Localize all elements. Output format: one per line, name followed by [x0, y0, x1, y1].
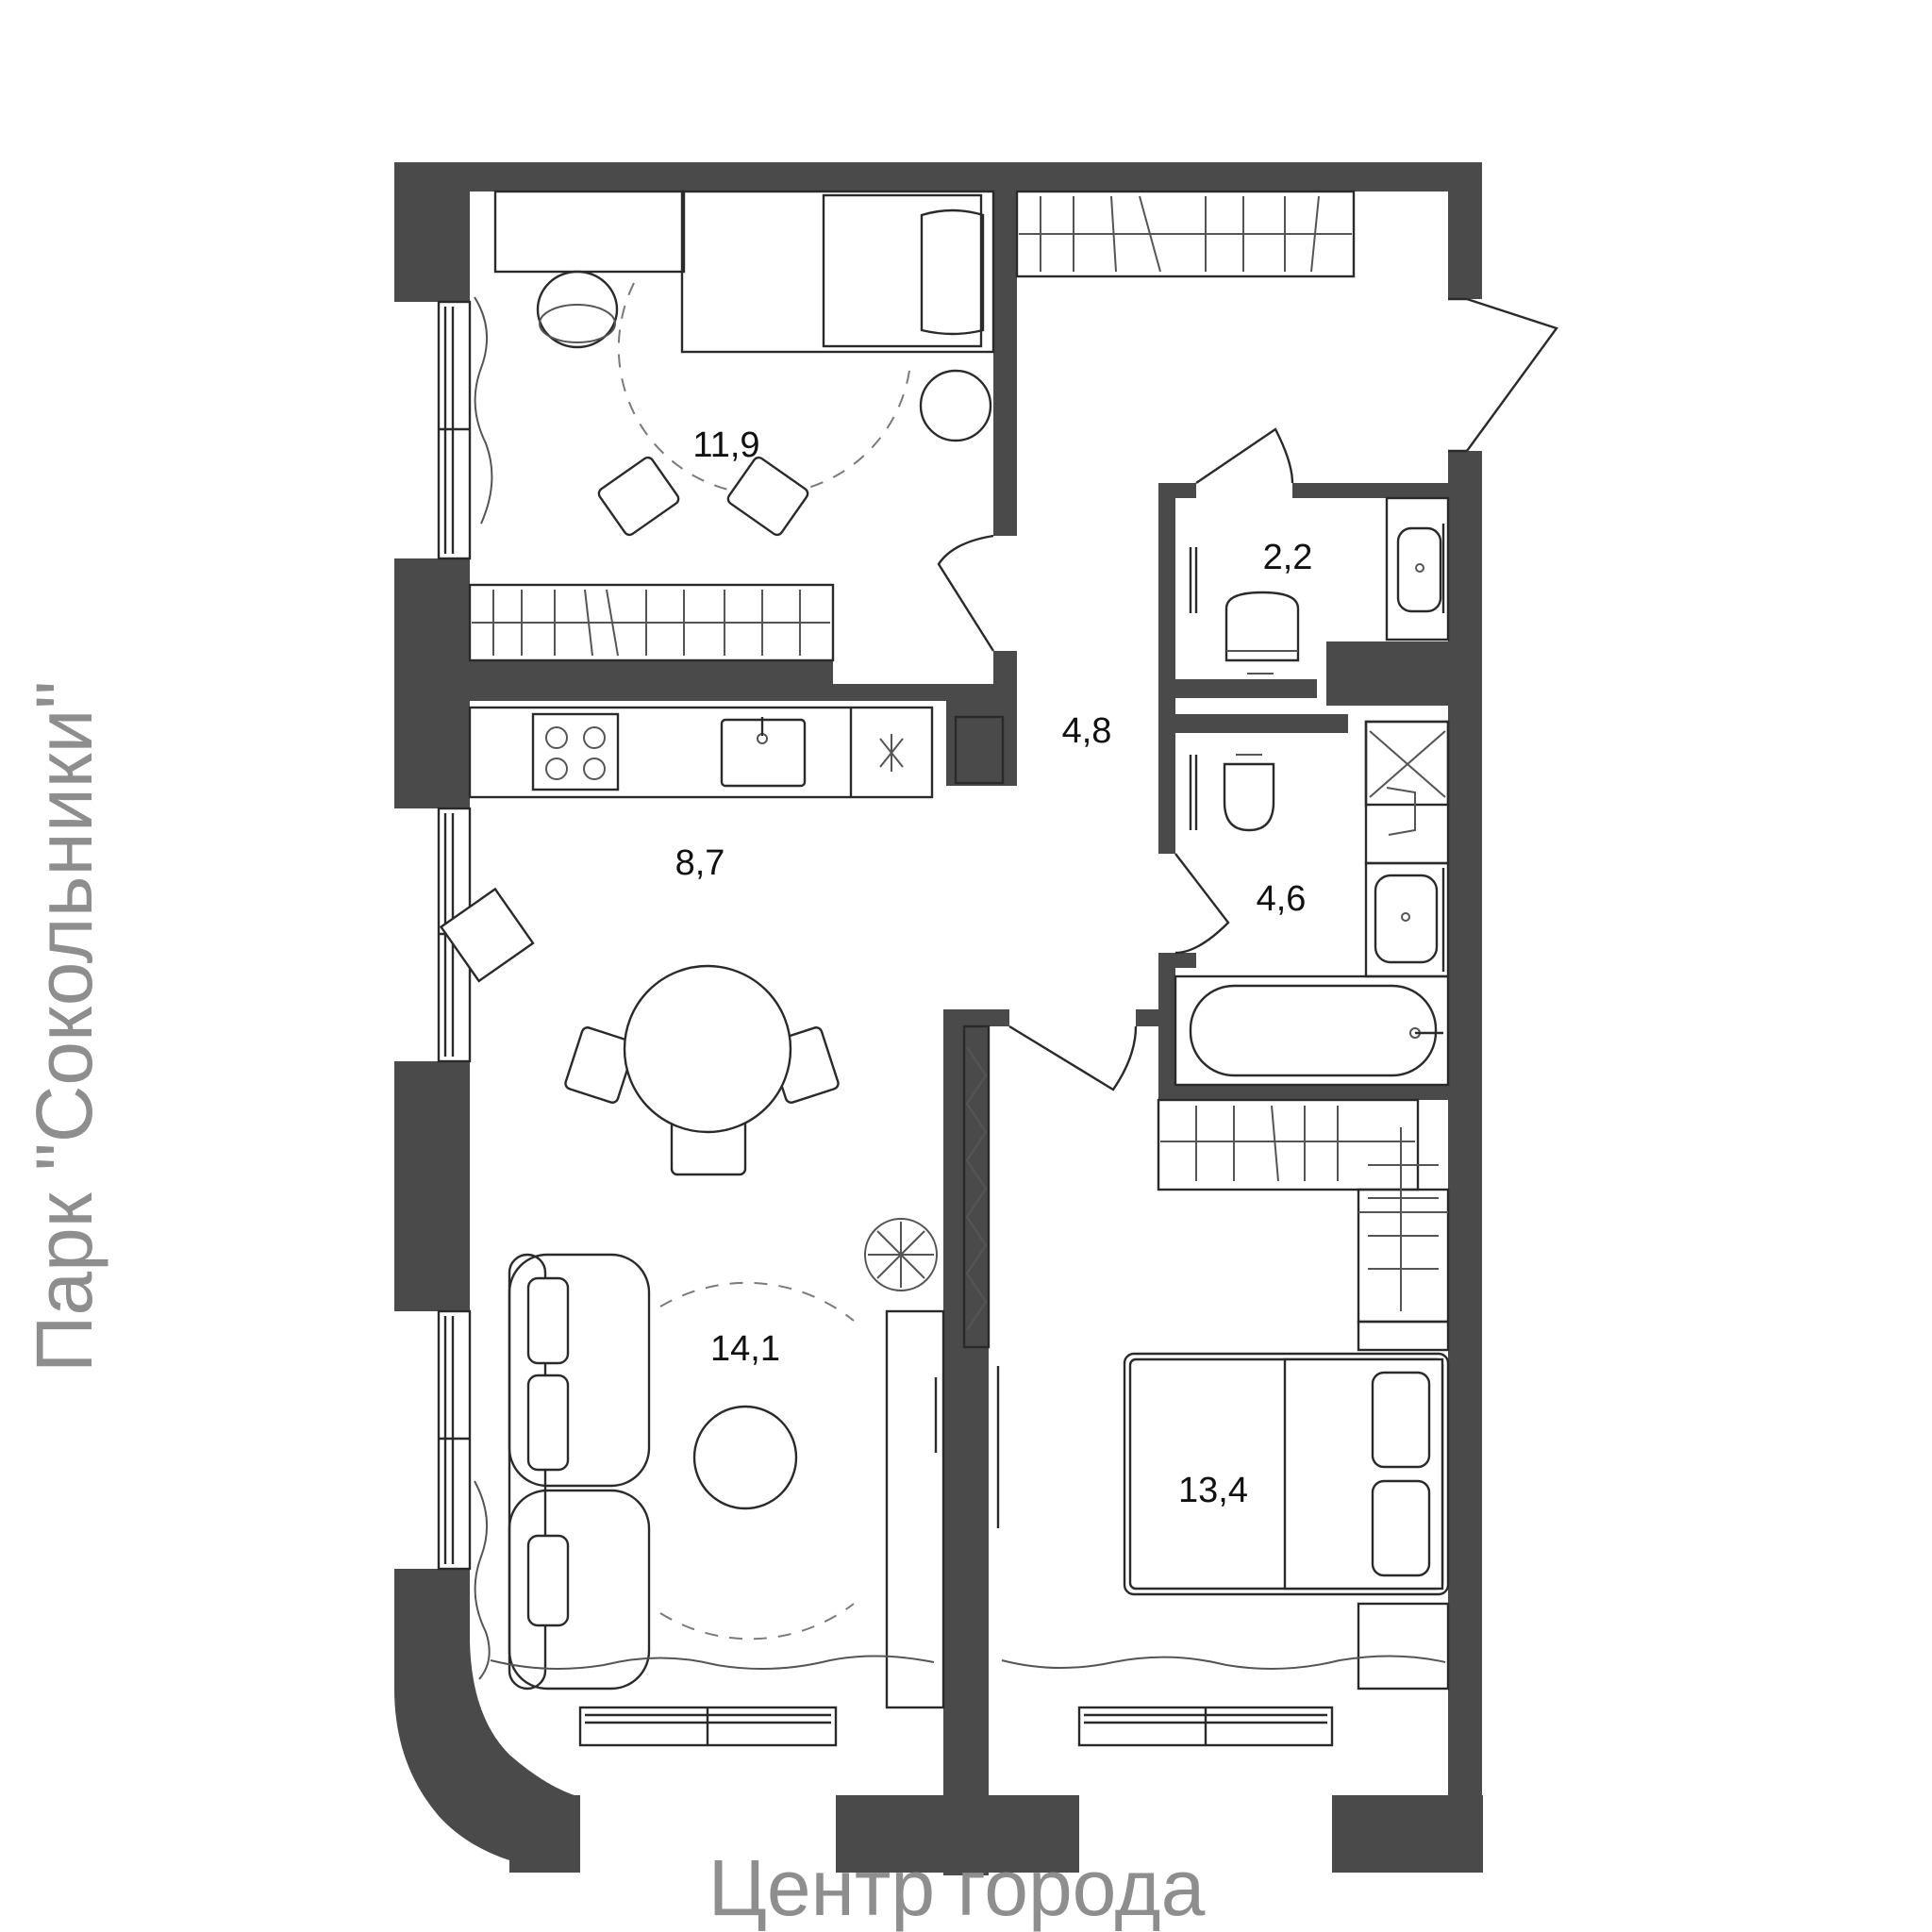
orientation-label-center: Центр города	[708, 1843, 1206, 1932]
area-labels: 11,9 4,8 2,2 8,7 4,6 14,1 13,4	[675, 425, 1313, 1510]
corridor-closet	[962, 1024, 991, 1349]
area-label-bathroom: 4,6	[1257, 879, 1307, 919]
bathroom-furniture	[1174, 720, 1450, 1087]
walls	[394, 162, 1483, 1875]
area-label-bedroom-2: 13,4	[1178, 1471, 1248, 1510]
wc-furniture	[1189, 496, 1450, 675]
hall-wardrobe	[1015, 190, 1356, 278]
kitchen-furniture	[439, 456, 1005, 1176]
area-label-bedroom-1: 11,9	[692, 425, 759, 465]
doors	[937, 297, 1558, 1091]
area-label-wc: 2,2	[1263, 538, 1313, 577]
area-label-living: 14,1	[710, 1329, 780, 1369]
area-label-hall: 4,8	[1062, 711, 1112, 751]
area-label-kitchen: 8,7	[675, 843, 725, 883]
orientation-label-park: Парк "Сокольники"	[20, 681, 108, 1373]
living-furniture	[474, 1218, 945, 1709]
bedroom-2-furniture	[996, 1098, 1450, 1690]
bedroom-1-furniture	[468, 190, 995, 662]
